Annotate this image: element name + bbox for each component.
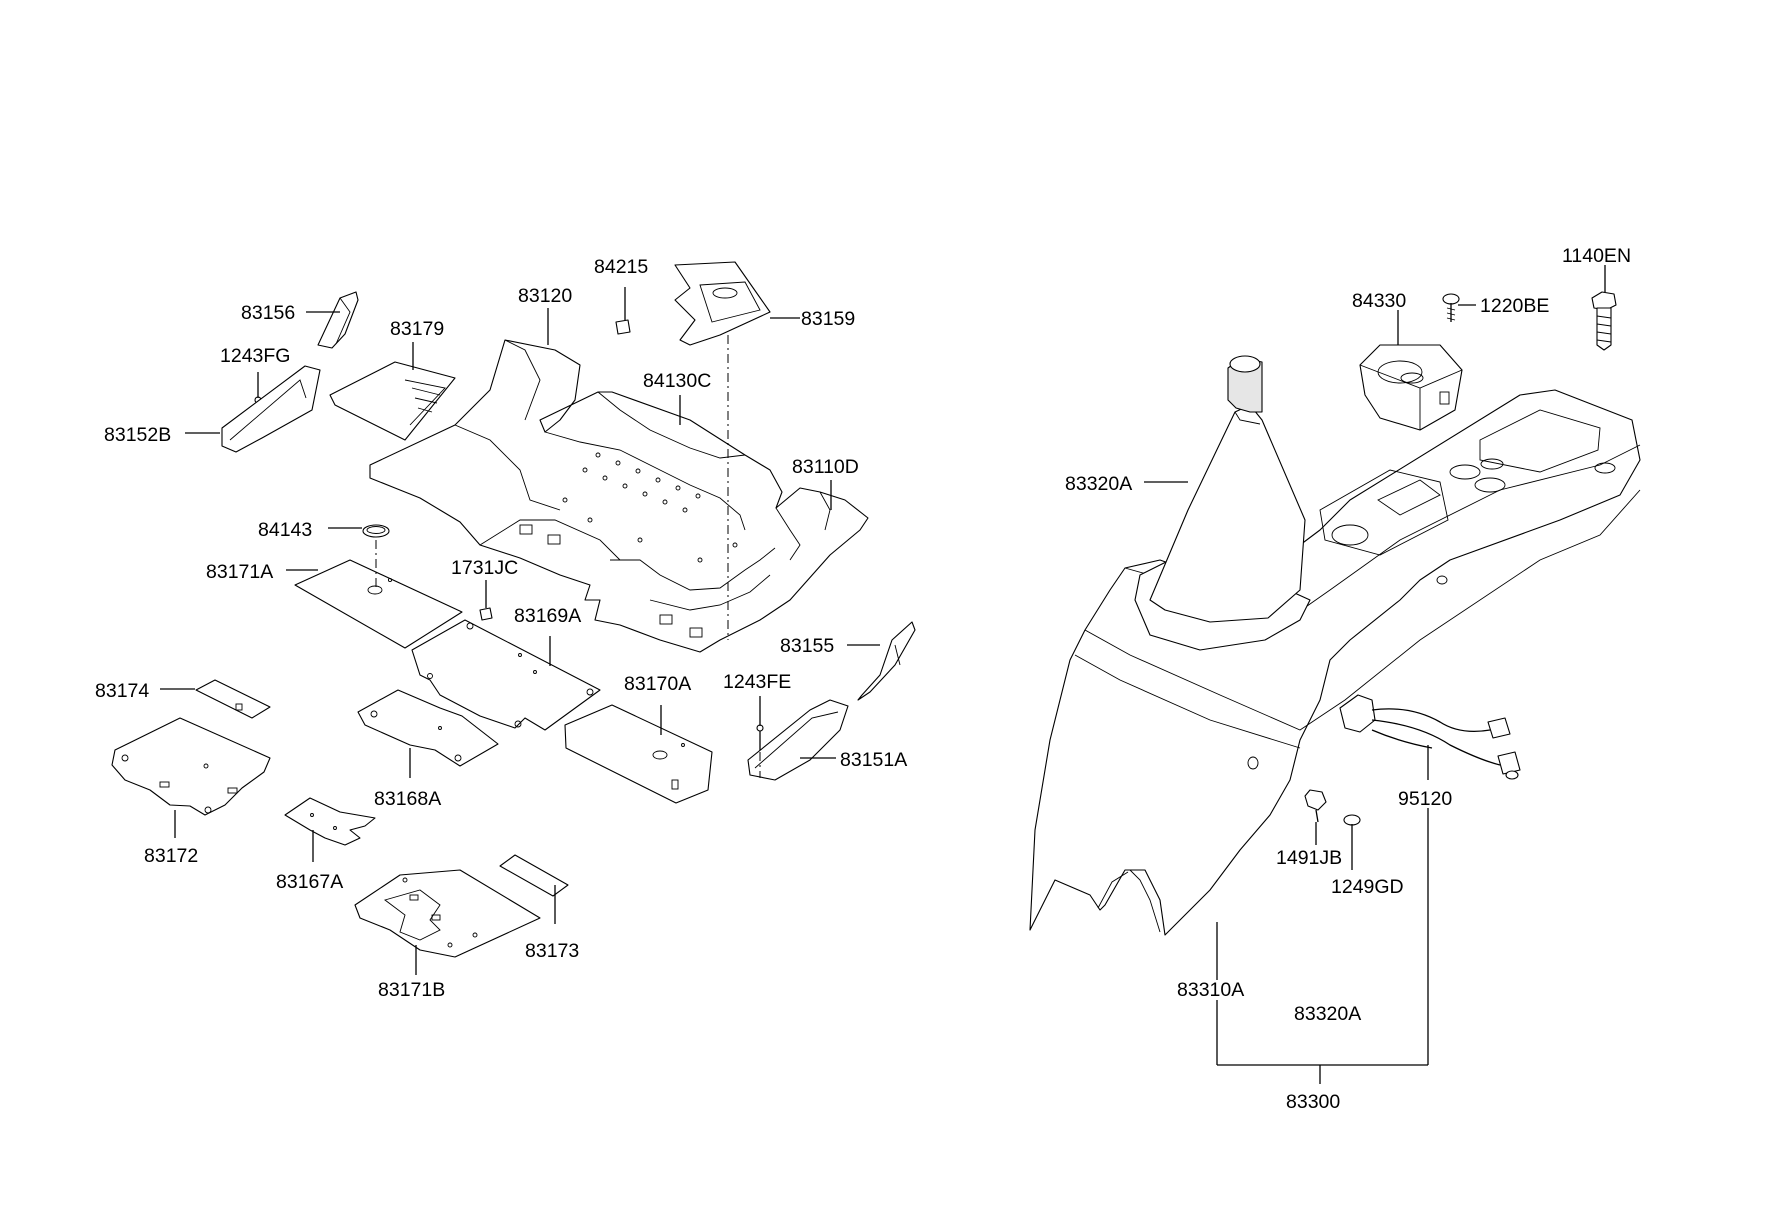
- pad-83167A: [284, 797, 376, 846]
- pad-83174: [195, 679, 271, 719]
- bracket-83155: [857, 621, 916, 701]
- label-83171B: 83171B: [378, 979, 445, 1001]
- label-83173: 83173: [525, 940, 579, 962]
- part-labels: 83156 1243FG 83179 83152B 83120 84215 83…: [95, 245, 1631, 1113]
- label-84130C: 84130C: [643, 370, 711, 392]
- label-83152B: 83152B: [104, 424, 171, 446]
- clip-1491JB: [1304, 789, 1327, 823]
- mat-83159: [674, 261, 771, 346]
- label-84143: 84143: [258, 519, 312, 541]
- harness-95120: [1339, 694, 1521, 780]
- pad-83171B: [354, 869, 541, 958]
- label-83170A: 83170A: [624, 673, 691, 695]
- label-84215: 84215: [594, 256, 648, 278]
- bracket-83151A: [747, 699, 849, 781]
- label-1731JC: 1731JC: [451, 557, 518, 579]
- label-83156: 83156: [241, 302, 295, 324]
- plug-84143: [362, 524, 390, 538]
- label-83155: 83155: [780, 635, 834, 657]
- label-1243FG: 1243FG: [220, 345, 290, 367]
- label-83151A: 83151A: [840, 749, 907, 771]
- label-83172: 83172: [144, 845, 198, 867]
- clip-84215: [615, 319, 631, 335]
- screw-1220BE: [1442, 293, 1460, 322]
- label-83120: 83120: [518, 285, 572, 307]
- pad-83170A: [564, 704, 713, 804]
- bolt-1140EN: [1591, 291, 1617, 351]
- label-1140EN: 1140EN: [1562, 245, 1631, 267]
- floor-carpet-assembly: [111, 261, 916, 958]
- label-83300: 83300: [1286, 1091, 1340, 1113]
- main-carpet: [369, 339, 869, 653]
- pad-83171A: [294, 559, 463, 649]
- label-83310A: 83310A: [1177, 979, 1244, 1001]
- label-83171A: 83171A: [206, 561, 273, 583]
- label-1243FE: 1243FE: [723, 671, 791, 693]
- label-1491JB: 1491JB: [1276, 847, 1342, 869]
- bracket-83156: [317, 291, 359, 349]
- leader-lines: [160, 265, 1606, 1084]
- label-83167A: 83167A: [276, 871, 343, 893]
- tray-84330: [1359, 344, 1463, 431]
- mat-83179: [329, 361, 456, 441]
- clip-1731JC: [479, 607, 493, 621]
- label-83159: 83159: [801, 308, 855, 330]
- screw-1243FE: [756, 724, 764, 752]
- label-83169A: 83169A: [514, 605, 581, 627]
- label-83320A-top: 83320A: [1065, 473, 1132, 495]
- label-95120: 95120: [1398, 788, 1452, 810]
- label-1249GD: 1249GD: [1331, 876, 1404, 898]
- label-83168A: 83168A: [374, 788, 441, 810]
- pad-83168A: [357, 689, 499, 767]
- label-84330: 84330: [1352, 290, 1406, 312]
- pad-83169A: [411, 619, 601, 731]
- bracket-83152B: [221, 365, 321, 453]
- shift-boot: [1134, 355, 1311, 651]
- center-console-assembly: [1029, 291, 1641, 936]
- label-83174: 83174: [95, 680, 149, 702]
- label-83320A-bottom: 83320A: [1294, 1003, 1361, 1025]
- label-83179: 83179: [390, 318, 444, 340]
- pad-83172: [111, 717, 271, 816]
- label-1220BE: 1220BE: [1480, 295, 1549, 317]
- label-83110D: 83110D: [792, 456, 859, 478]
- pad-83173: [499, 854, 569, 897]
- screw-1249GD: [1343, 814, 1361, 840]
